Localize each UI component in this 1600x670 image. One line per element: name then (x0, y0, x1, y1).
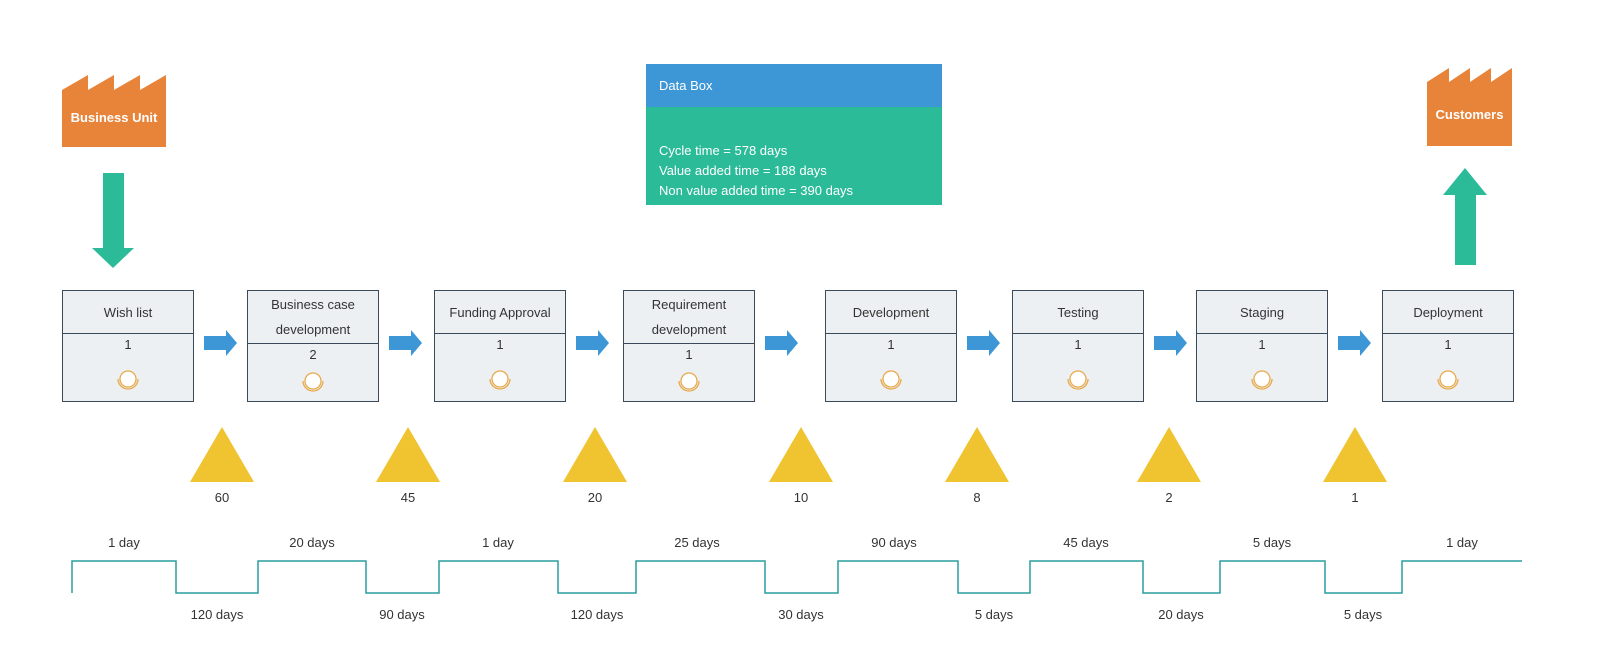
value-added-time: 20 days (289, 535, 335, 550)
operator-icon (1067, 370, 1089, 390)
operator-count: 1 (887, 337, 895, 352)
operator-count: 2 (309, 347, 317, 362)
inventory-triangle-icon (1137, 427, 1201, 482)
process-flow-arrow-icon (389, 330, 422, 356)
inventory-triangle-icon (769, 427, 833, 482)
supplier-label: Business Unit (70, 110, 158, 125)
process-name: Requirement development (624, 291, 754, 344)
operator-count: 1 (685, 347, 693, 362)
process-name: Funding Approval (435, 291, 565, 334)
inventory-count: 8 (973, 490, 981, 505)
inventory-triangle-icon (945, 427, 1009, 482)
process-box: Deployment 1 (1382, 290, 1514, 402)
wait-time: 20 days (1158, 607, 1204, 622)
customer-factory-icon (1427, 68, 1512, 146)
customer-label: Customers (1435, 107, 1504, 122)
wait-time: 120 days (570, 607, 624, 622)
process-box: Requirement development 1 (623, 290, 755, 402)
wait-time: 90 days (379, 607, 425, 622)
operator-count: 1 (1444, 337, 1452, 352)
supplier-factory-icon (62, 75, 166, 147)
process-flow-arrow-icon (1338, 330, 1371, 356)
process-box: Funding Approval 1 (434, 290, 566, 402)
operator-count: 1 (1074, 337, 1082, 352)
value-added-time: 1 day (108, 535, 140, 550)
inventory-triangle-icon (563, 427, 627, 482)
operator-icon (489, 370, 511, 390)
operator-count: 1 (496, 337, 504, 352)
inventory-count: 60 (214, 490, 230, 505)
timeline-ladder (71, 560, 1522, 594)
process-box: Testing 1 (1012, 290, 1144, 402)
operator-icon (880, 370, 902, 390)
push-arrow-down-icon (92, 173, 134, 268)
operator-icon (302, 372, 324, 392)
process-name: Development (826, 291, 956, 334)
operator-icon (1437, 370, 1459, 390)
data-box-line: Value added time = 188 days (659, 163, 827, 178)
data-box-line: Non value added time = 390 days (659, 183, 854, 198)
value-added-time: 45 days (1063, 535, 1109, 550)
process-box: Staging 1 (1196, 290, 1328, 402)
process-name: Business case development (248, 291, 378, 344)
inventory-count: 45 (400, 490, 416, 505)
inventory-count: 20 (587, 490, 603, 505)
wait-time: 30 days (778, 607, 824, 622)
process-box: Development 1 (825, 290, 957, 402)
process-flow-arrow-icon (1154, 330, 1187, 356)
process-name: Testing (1013, 291, 1143, 334)
wait-time: 5 days (1343, 607, 1383, 622)
inventory-triangle-icon (376, 427, 440, 482)
inventory-triangle-icon (1323, 427, 1387, 482)
process-name: Staging (1197, 291, 1327, 334)
operator-icon (1251, 370, 1273, 390)
process-box: Wish list 1 (62, 290, 194, 402)
wait-time: 5 days (974, 607, 1014, 622)
process-flow-arrow-icon (765, 330, 798, 356)
operator-icon (678, 372, 700, 392)
process-box: Business case development 2 (247, 290, 379, 402)
operator-count: 1 (1258, 337, 1266, 352)
data-box-title: Data Box (646, 64, 942, 107)
operator-icon (117, 370, 139, 390)
inventory-count: 1 (1351, 490, 1359, 505)
inventory-triangle-icon (190, 427, 254, 482)
process-name: Wish list (63, 291, 193, 334)
value-added-time: 90 days (871, 535, 917, 550)
value-added-time: 1 day (1446, 535, 1478, 550)
value-added-time: 5 days (1252, 535, 1292, 550)
process-flow-arrow-icon (576, 330, 609, 356)
data-box-line: Cycle time = 578 days (659, 143, 788, 158)
inventory-count: 2 (1165, 490, 1173, 505)
wait-time: 120 days (190, 607, 244, 622)
inventory-count: 10 (793, 490, 809, 505)
value-added-time: 1 day (482, 535, 514, 550)
data-box: Data Box Cycle time = 578 days Value add… (646, 64, 942, 205)
value-added-time: 25 days (674, 535, 720, 550)
ship-arrow-up-icon (1443, 168, 1487, 265)
process-name: Deployment (1383, 291, 1513, 334)
process-flow-arrow-icon (967, 330, 1000, 356)
process-flow-arrow-icon (204, 330, 237, 356)
operator-count: 1 (124, 337, 132, 352)
